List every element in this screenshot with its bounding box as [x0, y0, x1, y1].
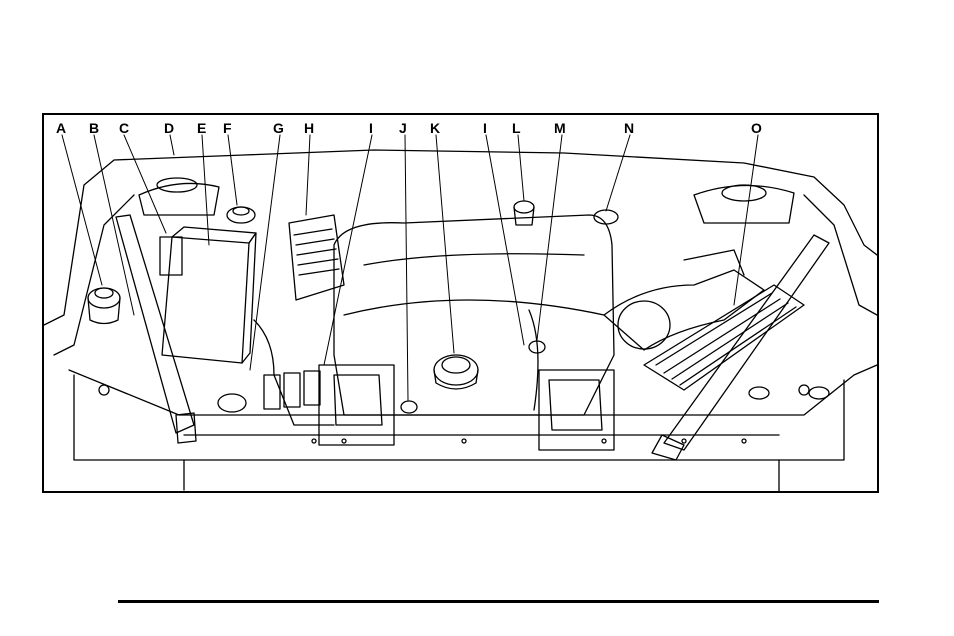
left-strut-mount: [157, 178, 197, 192]
callout-label-o: O: [751, 121, 762, 135]
callout-label-m: M: [554, 121, 566, 135]
page-bottom-rule: [118, 600, 879, 603]
battery-box: [162, 237, 249, 363]
bracket-left: [319, 365, 394, 445]
callout-label-e: E: [197, 121, 206, 135]
callout-label-f: F: [223, 121, 232, 135]
cap-l: [514, 201, 534, 213]
fender-inner-left: [54, 195, 134, 355]
air-intake-h: [289, 215, 344, 300]
right-hood-strut: [664, 235, 829, 450]
callout-label-k: K: [430, 121, 440, 135]
wiring-m: [529, 310, 538, 410]
dipstick-j: [401, 401, 417, 413]
callout-label-i-left: I: [369, 121, 373, 135]
callout-label-c: C: [119, 121, 129, 135]
callout-label-d: D: [164, 121, 174, 135]
callout-label-g: G: [273, 121, 284, 135]
front-panel: [74, 375, 184, 490]
engine-compartment-drawing: [44, 115, 877, 491]
callout-label-a: A: [56, 121, 66, 135]
leader-lines: [62, 135, 758, 400]
callout-label-i-right: I: [483, 121, 487, 135]
right-strut-mount: [722, 185, 766, 201]
callout-label-l: L: [512, 121, 521, 135]
engine-compartment-figure: A B C D E F G H I J K I L M N O: [42, 113, 879, 493]
callout-label-h: H: [304, 121, 314, 135]
right-strut-tower: [694, 185, 794, 223]
callout-label-n: N: [624, 121, 634, 135]
intake-manifold: [334, 215, 614, 415]
callout-label-j: J: [399, 121, 407, 135]
radiator-support: [69, 365, 877, 415]
oil-filler-cap-k: [434, 355, 478, 385]
fender-inner-right: [804, 195, 877, 315]
callout-label-b: B: [89, 121, 99, 135]
